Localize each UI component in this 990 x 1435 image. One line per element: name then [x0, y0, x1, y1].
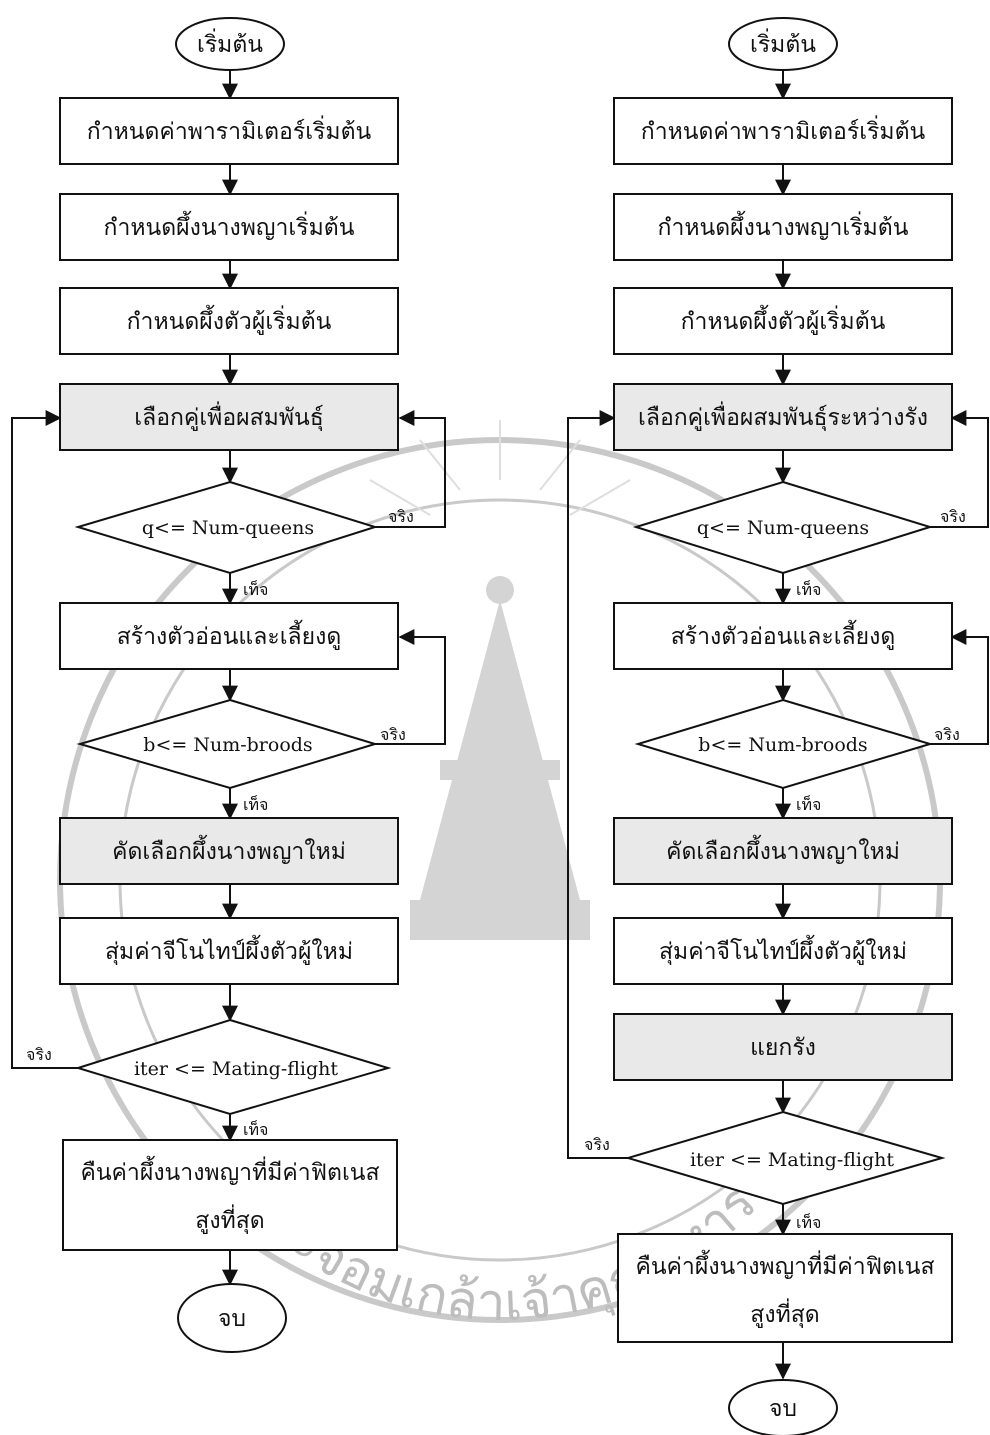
right-set-drones-label: กำหนดผึ้งตัวผู้เริ่มต้น — [681, 305, 886, 335]
right-set-params-box — [613, 97, 953, 165]
right-iter-condition: iter <= Mating-flight — [690, 1149, 894, 1171]
left-iter-true-label: จริง — [26, 1045, 52, 1064]
left-select-new-queen-label: คัดเลือกผึ้งนางพญาใหม่ — [112, 835, 346, 865]
right-create-brood-label: สร้างตัวอ่อนและเลี้ยงดู — [671, 620, 896, 650]
right-broods-true-label: จริง — [934, 725, 960, 744]
left-queens-false-label: เท็จ — [243, 579, 268, 599]
right-iter-decision — [624, 1110, 946, 1206]
left-set-params-label: กำหนดค่าพารามิเตอร์เริ่มต้น — [87, 115, 372, 145]
left-select-mate-box — [59, 383, 399, 451]
right-end-terminal — [728, 1379, 838, 1435]
left-start-label: เริ่มต้น — [197, 28, 263, 58]
right-broods-false-label: เท็จ — [796, 794, 821, 814]
left-select-new-queen-box — [59, 817, 399, 885]
right-random-genotype-label: สุ่มค่าจีโนไทป์ผึ้งตัวผู้ใหม่ — [659, 935, 907, 965]
left-select-mate-label: เลือกคู่เพื่อผสมพันธุ์ — [134, 401, 324, 431]
right-flowchart: เริ่มต้น กำหนดค่าพารามิเตอร์เริ่มต้น กำห… — [567, 17, 989, 1435]
right-queens-false-label: เท็จ — [796, 579, 821, 599]
right-return-best-line2: สูงที่สุด — [750, 1298, 819, 1328]
right-select-mate-label: เลือกคู่เพื่อผสมพันธุ์ระหว่างรัง — [638, 401, 928, 431]
right-end-label: จบ — [769, 1396, 797, 1422]
left-end-terminal — [177, 1283, 287, 1353]
right-broods-condition: b<= Num-broods — [698, 734, 867, 756]
left-queens-decision — [74, 480, 379, 575]
left-flowchart: เริ่มต้น กำหนดค่าพารามิเตอร์เริ่มต้น กำห… — [11, 17, 446, 1353]
left-queens-condition: q<= Num-queens — [142, 517, 314, 539]
right-broods-decision — [634, 698, 934, 790]
left-start-terminal — [175, 17, 285, 71]
left-create-brood-label: สร้างตัวอ่อนและเลี้ยงดู — [117, 620, 342, 650]
right-split-colony-label: แยกรัง — [750, 1035, 816, 1061]
left-set-queen-label: กำหนดผึ้งนางพญาเริ่มต้น — [104, 211, 355, 241]
left-set-params-box — [59, 97, 399, 165]
right-queens-condition: q<= Num-queens — [697, 517, 869, 539]
left-return-best-box — [62, 1139, 398, 1251]
right-set-queen-label: กำหนดผึ้งนางพญาเริ่มต้น — [658, 211, 909, 241]
right-start-label: เริ่มต้น — [750, 28, 816, 58]
left-broods-condition: b<= Num-broods — [143, 734, 312, 756]
right-select-new-queen-box — [613, 817, 953, 885]
right-queens-decision — [632, 480, 934, 575]
left-queens-true-label: จริง — [388, 507, 414, 526]
left-set-queen-box — [59, 193, 399, 261]
left-broods-false-label: เท็จ — [243, 794, 268, 814]
left-random-genotype-label: สุ่มค่าจีโนไทป์ผึ้งตัวผู้ใหม่ — [105, 935, 353, 965]
right-set-drones-box — [613, 287, 953, 355]
left-end-label: จบ — [218, 1306, 246, 1332]
right-random-genotype-box — [613, 917, 953, 985]
right-select-new-queen-label: คัดเลือกผึ้งนางพญาใหม่ — [666, 835, 900, 865]
left-iter-false-label: เท็จ — [243, 1119, 268, 1139]
right-set-queen-box — [613, 193, 953, 261]
right-iter-false-label: เท็จ — [796, 1212, 821, 1232]
left-broods-decision — [76, 698, 379, 790]
left-random-genotype-box — [59, 917, 399, 985]
right-iter-true-label: จริง — [584, 1135, 610, 1154]
right-create-brood-box — [613, 602, 953, 670]
left-iter-condition: iter <= Mating-flight — [134, 1058, 338, 1080]
right-return-best-box — [617, 1233, 953, 1343]
right-select-mate-box — [613, 383, 953, 451]
right-start-terminal — [728, 17, 838, 71]
left-create-brood-box — [59, 602, 399, 670]
left-iter-decision — [74, 1018, 392, 1116]
right-queens-true-label: จริง — [940, 507, 966, 526]
left-return-best-line2: สูงที่สุด — [195, 1204, 264, 1234]
left-return-best-line1: คืนค่าผึ้งนางพญาที่มีค่าฟิตเนส — [80, 1156, 379, 1186]
right-set-params-label: กำหนดค่าพารามิเตอร์เริ่มต้น — [641, 115, 926, 145]
left-set-drones-box — [59, 287, 399, 355]
left-broods-true-label: จริง — [380, 725, 406, 744]
right-return-best-line1: คืนค่าผึ้งนางพญาที่มีค่าฟิตเนส — [635, 1250, 934, 1280]
right-split-colony-box — [613, 1013, 953, 1081]
left-set-drones-label: กำหนดผึ้งตัวผู้เริ่มต้น — [127, 305, 332, 335]
